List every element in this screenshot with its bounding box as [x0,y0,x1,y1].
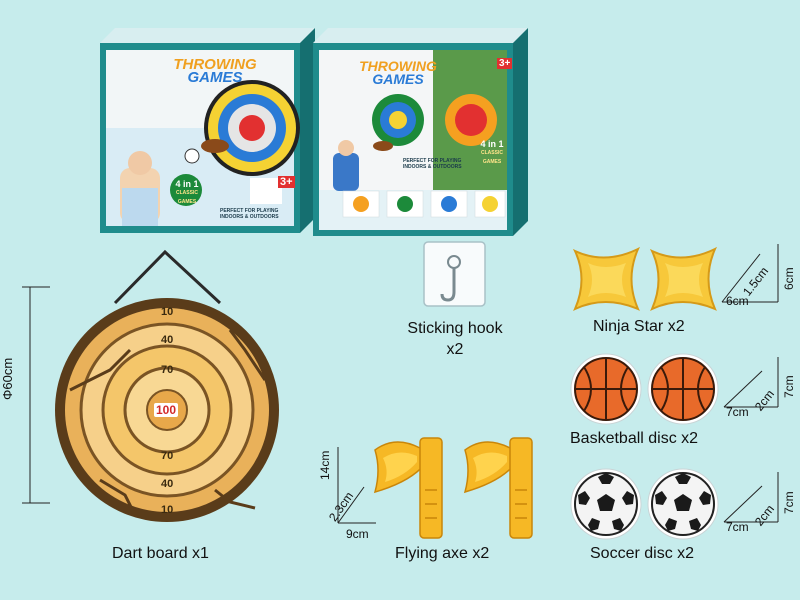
dartboard-diameter: Φ60cm [0,357,15,400]
box2-age-badge: 3+ [497,58,513,69]
soccer-height: 7cm [782,491,796,514]
ninja-stars [570,243,720,315]
ring-label-40-top: 40 [161,334,174,346]
box2-badge-text: 4 in 1 [480,139,504,149]
box-title-line2: GAMES [187,69,243,86]
sticking-hook [422,240,487,312]
basketball-width: 7cm [726,405,749,419]
box-badge-sub: CLASSIC GAMES [176,190,198,205]
soccer-width: 7cm [726,520,749,534]
box2-badge: 4 in 1 CLASSIC GAMES [476,140,508,167]
box-badge: 4 in 1 CLASSIC GAMES [173,180,201,207]
ninja-dimension-lines [720,240,780,310]
product-box-back: THROWING GAMES 3+ 4 in 1 CLASSIC GAMES P… [313,28,528,236]
box2-title: THROWING GAMES [343,58,453,87]
box-title: THROWING GAMES [160,56,270,86]
soccer-label: Soccer disc x2 [590,545,695,562]
basketball-label: Basketball disc x2 [570,430,699,447]
dartboard: 10 40 70 100 70 40 10 [40,240,300,560]
axe-height: 14cm [318,450,332,480]
flying-axes [365,430,560,540]
dartboard-dimension-line [10,285,50,505]
axe-label: Flying axe x2 [395,545,490,562]
hook-label-line1: Sticking hook [407,320,503,337]
basketball-discs [570,352,720,426]
ring-label-40-bottom: 40 [161,478,174,490]
dartboard-label: Dart board x1 [112,545,209,562]
hook-label: Sticking hook x2 [396,318,514,360]
ninja-width: 6cm [726,294,749,308]
bullseye-label: 100 [154,403,179,417]
soccer-discs [570,467,720,541]
ring-label-10-bottom: 10 [161,504,174,516]
box-tagline: PERFECT FOR PLAYING INDOORS & OUTDOORS [220,208,279,220]
box-title-line1: THROWING [173,56,257,73]
box2-tagline: PERFECT FOR PLAYING INDOORS & OUTDOORS [403,158,462,170]
box2-title-line2: GAMES [372,71,424,87]
box-badge-text: 4 in 1 [175,179,199,189]
box-age-badge: 3+ [278,176,295,188]
ninja-label: Ninja Star x2 [593,318,685,335]
ring-label-70-top: 70 [161,364,174,376]
axe-dimension-lines [328,445,378,535]
box2-title-line1: THROWING [359,58,437,74]
product-box-front: THROWING GAMES 4 in 1 CLASSIC GAMES 3+ P… [100,28,315,233]
ninja-height: 6cm [782,267,796,290]
hook-label-line2: x2 [446,341,464,358]
soccer-dimension-lines [722,470,780,540]
basketball-height: 7cm [782,375,796,398]
ring-label-10-top: 10 [161,306,174,318]
ring-label-70-bottom: 70 [161,450,174,462]
axe-width: 9cm [346,527,369,541]
basketball-dimension-lines [722,355,780,425]
box2-badge-sub: CLASSIC GAMES [481,150,503,165]
